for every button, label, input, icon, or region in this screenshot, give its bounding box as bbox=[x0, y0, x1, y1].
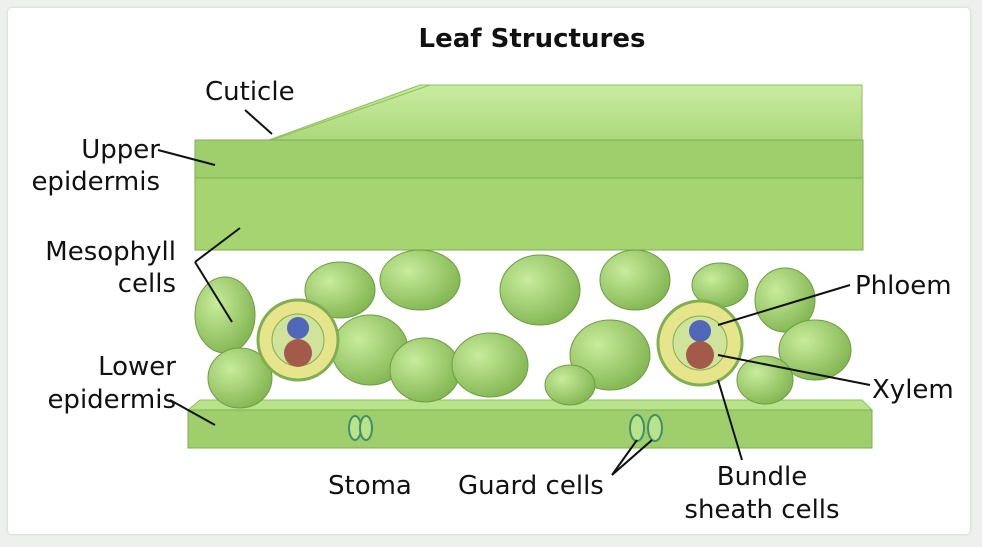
vascular-bundle-left bbox=[256, 298, 340, 382]
label-upper-epidermis-line2: epidermis bbox=[31, 167, 160, 197]
label-cuticle: Cuticle bbox=[205, 77, 295, 107]
stoma-left bbox=[348, 415, 373, 441]
label-stoma: Stoma bbox=[328, 471, 412, 501]
lower-epidermis-row bbox=[187, 409, 873, 449]
label-bundle-sheath-line2: sheath cells bbox=[684, 495, 839, 525]
leaf-block bbox=[186, 84, 874, 449]
leader-lines bbox=[157, 109, 871, 476]
spongy-mesophyll bbox=[194, 249, 852, 409]
guard-cells-pair bbox=[629, 414, 663, 442]
label-xylem: Xylem bbox=[872, 375, 954, 405]
label-lower-epidermis-line1: Lower bbox=[98, 352, 176, 382]
label-guard-cells: Guard cells bbox=[458, 471, 604, 501]
upper-epidermis-row bbox=[194, 139, 864, 179]
palisade-row bbox=[194, 177, 864, 251]
label-mesophyll-line2: cells bbox=[118, 269, 176, 299]
label-phloem: Phloem bbox=[855, 271, 952, 301]
label-lower-epidermis-line2: epidermis bbox=[47, 385, 176, 415]
label-mesophyll-line1: Mesophyll bbox=[45, 237, 176, 267]
vascular-bundle-right bbox=[656, 299, 744, 387]
diagram-title: Leaf Structures bbox=[419, 24, 646, 54]
label-upper-epidermis-line1: Upper bbox=[81, 135, 160, 165]
label-bundle-sheath-line1: Bundle bbox=[717, 462, 808, 492]
